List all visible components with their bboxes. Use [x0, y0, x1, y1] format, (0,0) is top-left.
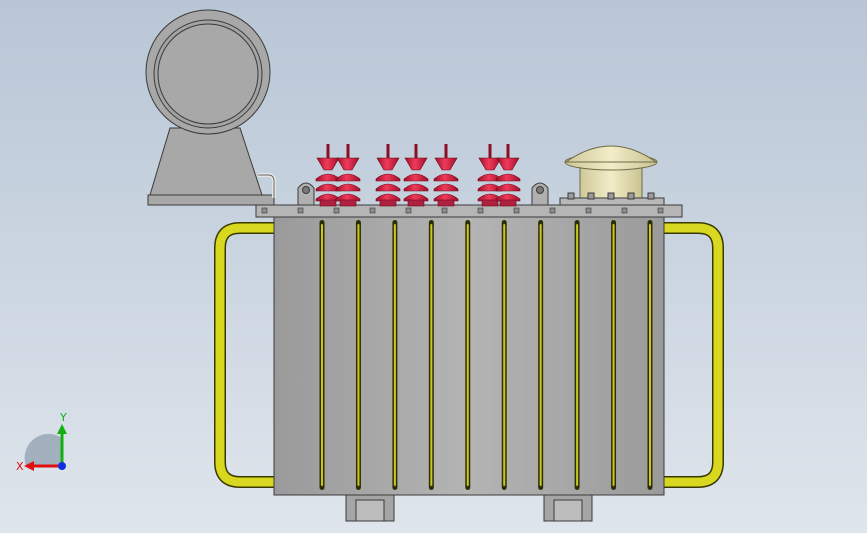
y-axis-arrowhead — [57, 424, 67, 434]
bushing[interactable] — [375, 144, 401, 207]
orientation-triad[interactable]: Y X — [8, 410, 78, 480]
lid-bolt — [297, 207, 304, 214]
radiator-fin — [392, 220, 398, 490]
hv-bushings[interactable] — [315, 144, 521, 207]
radiator-fin — [611, 220, 617, 490]
pressure-relief-cap[interactable] — [559, 145, 665, 206]
radiator-pipe-left — [214, 222, 276, 488]
lid-bolt — [657, 207, 664, 214]
lid-bolt — [621, 207, 628, 214]
bushing[interactable] — [433, 144, 459, 207]
radiator-fin — [647, 220, 653, 490]
lid-bolt — [477, 207, 484, 214]
radiator-fin — [465, 220, 471, 490]
radiator-pipe-right — [664, 222, 724, 488]
bushing[interactable] — [477, 144, 503, 207]
lid-bolt — [549, 207, 556, 214]
radiator-fin — [501, 220, 507, 490]
bushing[interactable] — [335, 144, 361, 207]
lid-bolt — [441, 207, 448, 214]
lid-bolt — [585, 207, 592, 214]
radiator-fin — [319, 220, 325, 490]
tank-feet — [345, 494, 593, 522]
x-axis-label: X — [16, 460, 24, 473]
lid-bolt — [369, 207, 376, 214]
conservator-tank[interactable] — [145, 9, 276, 206]
radiator-fin — [428, 220, 434, 490]
lid-bolts — [261, 207, 664, 214]
bushing[interactable] — [403, 144, 429, 207]
lid-bolt — [513, 207, 520, 214]
radiator-fin — [574, 220, 580, 490]
triad-plane — [24, 433, 63, 466]
main-tank[interactable] — [255, 204, 683, 496]
x-axis-arrowhead — [24, 461, 34, 471]
lifting-lugs — [297, 182, 549, 206]
y-axis-label: Y — [59, 411, 67, 424]
lid-bolt — [333, 207, 340, 214]
bushing[interactable] — [495, 144, 521, 207]
z-axis-dot — [58, 462, 66, 470]
radiator-fins — [319, 220, 653, 490]
radiator-fin — [355, 220, 361, 490]
lid-bolt — [261, 207, 268, 214]
bushing[interactable] — [315, 144, 341, 207]
lid-bolt — [405, 207, 412, 214]
radiator-fin — [538, 220, 544, 490]
